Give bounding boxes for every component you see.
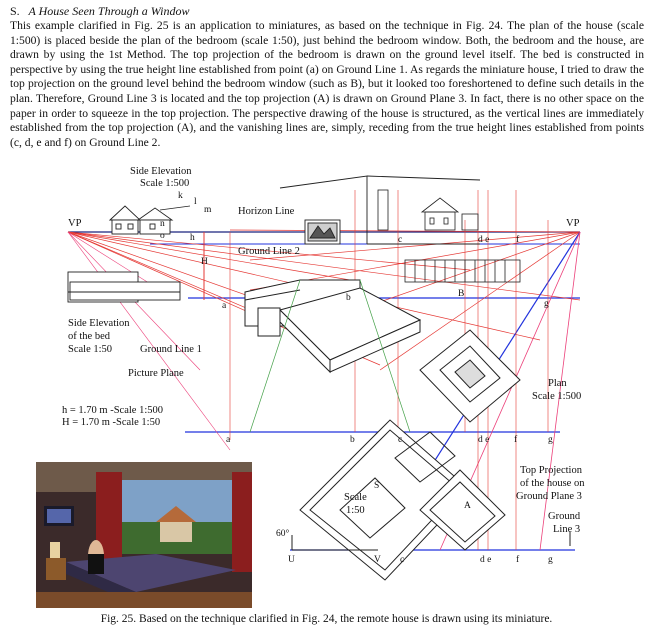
pt-g-top: g	[544, 299, 549, 309]
section-heading: S. A House Seen Through a Window	[10, 4, 189, 19]
pt-b-mid: b	[350, 435, 355, 445]
balcony-railing	[404, 259, 521, 283]
pt-H: H	[201, 257, 208, 267]
bedroom-photo	[36, 462, 252, 608]
pt-g-mid: g	[548, 435, 553, 445]
label-h-large: H = 1.70 m -Scale 1:50	[62, 417, 160, 428]
label-picture-plane: Picture Plane	[128, 368, 184, 379]
pt-U: U	[288, 555, 295, 565]
perspective-figure: Side Elevation Scale 1:500 VP VP Horizon…	[62, 166, 585, 581]
label-side-elevation: Side Elevation	[130, 166, 192, 177]
side-elevation-house	[108, 205, 174, 235]
pt-a-mid: a	[226, 435, 231, 445]
pt-c-mid: c	[398, 435, 402, 445]
label-ground-line-1: Ground Line 1	[140, 344, 202, 355]
pt-B: B	[458, 289, 464, 299]
pt-S: S	[374, 481, 379, 491]
pt-V: V	[374, 555, 381, 565]
pt-f-top: f	[516, 234, 520, 245]
pt-a-top: a	[222, 301, 227, 311]
wall-picture	[304, 219, 341, 245]
pt-de-top: d e	[478, 235, 489, 245]
elevation-arrow-l	[159, 205, 191, 211]
right-vp-ray-pink-2	[539, 231, 581, 551]
label-plan-1: Plan	[548, 378, 567, 389]
pt-de-bot: d e	[480, 555, 491, 565]
window-house	[377, 189, 479, 231]
label-scale-50-b: 1:50	[346, 505, 365, 516]
pt-f-bot: f	[516, 554, 520, 565]
label-top-proj-1: Top Projection	[520, 465, 583, 476]
section-title: A House Seen Through a Window	[28, 4, 190, 18]
label-ground-line-3-b: Line 3	[553, 524, 580, 535]
label-ground-line-2: Ground Line 2	[238, 246, 300, 257]
label-side-elev-bed-1: Side Elevation	[68, 318, 130, 329]
pt-o: o	[160, 231, 165, 241]
pt-A: A	[464, 501, 471, 511]
label-top-proj-3: Ground Plane 3	[516, 491, 582, 502]
bed-perspective	[244, 279, 422, 374]
label-top-proj-2: of the house on	[520, 478, 585, 489]
pt-c-top: c	[398, 235, 402, 245]
label-vp-left: VP	[68, 218, 82, 229]
top-projection-house	[419, 469, 506, 551]
label-angle: 60°	[276, 528, 290, 539]
body-paragraph: This example clarified in Fig. 25 is an …	[10, 19, 644, 149]
pt-l: l	[194, 197, 197, 207]
pt-de-mid: d e	[478, 435, 489, 445]
label-scale-1-500: Scale 1:500	[140, 178, 189, 189]
room-walls	[279, 175, 481, 245]
label-side-elev-bed-2: of the bed	[68, 331, 111, 342]
label-scale-50-a: Scale	[344, 492, 367, 503]
section-number: S.	[10, 4, 20, 18]
figure-caption: Fig. 25. Based on the technique clarifie…	[100, 613, 553, 625]
label-plan-2: Scale 1:500	[532, 391, 581, 402]
side-elevation-bed	[67, 271, 181, 303]
label-side-elev-bed-3: Scale 1:50	[68, 344, 112, 355]
pt-f-mid: f	[514, 434, 518, 445]
pt-c-bot: c	[400, 555, 404, 565]
pt-k: k	[178, 191, 183, 201]
pt-h: h	[190, 233, 195, 243]
pt-m: m	[204, 205, 212, 215]
pt-g-bot: g	[548, 555, 553, 565]
pt-b-top: b	[346, 293, 351, 303]
label-vp-right: VP	[566, 218, 580, 229]
label-ground-line-3-a: Ground	[548, 511, 581, 522]
label-horizon-line: Horizon Line	[238, 206, 295, 217]
green-lines	[249, 279, 411, 433]
pt-n: n	[160, 219, 165, 229]
house-plan	[419, 329, 521, 423]
label-h-small: h = 1.70 m -Scale 1:500	[62, 405, 163, 416]
